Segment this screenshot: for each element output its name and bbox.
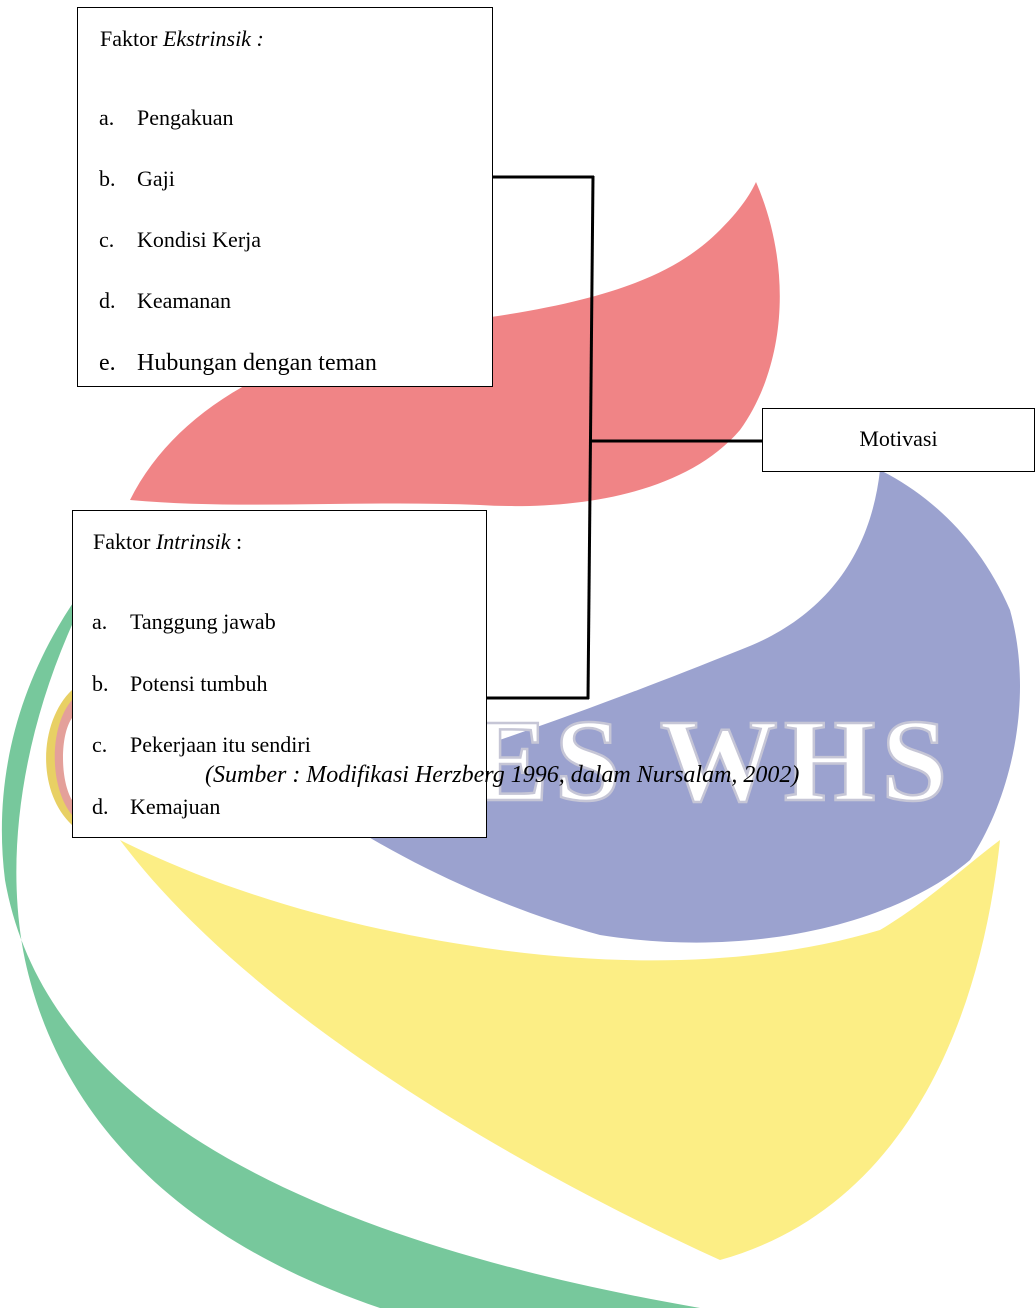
watermark-seal-ring	[54, 700, 72, 815]
extrinsic-item-c-label: Kondisi Kerja	[137, 227, 262, 252]
extrinsic-factors-box: Faktor Ekstrinsik : a. Pengakuan b. Gaji c…	[77, 7, 493, 387]
intrinsic-item-b: b. Potensi tumbuh	[92, 671, 268, 697]
intrinsic-item-a-marker: a.	[92, 609, 108, 634]
extrinsic-item-d-marker: d.	[99, 288, 116, 313]
intrinsic-title: Faktor Intrinsik :	[93, 529, 242, 555]
extrinsic-item-c-marker: c.	[99, 227, 115, 252]
watermark-yellow-band	[120, 840, 1000, 1260]
intrinsic-item-c-label: Pekerjaan itu sendiri	[130, 732, 311, 757]
intrinsic-factors-box: Faktor Intrinsik : a. Tanggung jawab b. Po…	[72, 510, 487, 838]
intrinsic-item-c-marker: c.	[92, 732, 108, 757]
extrinsic-item-b-label: Gaji	[137, 166, 175, 191]
extrinsic-item-d-label: Keamanan	[137, 288, 232, 313]
extrinsic-item-e-marker: e.	[99, 350, 116, 376]
intrinsic-item-b-marker: b.	[92, 671, 109, 696]
intrinsic-item-d: d. Kemajuan	[92, 794, 220, 820]
extrinsic-item-c: c. Kondisi Kerja	[99, 227, 261, 253]
extrinsic-title-emph: Ekstrinsik :	[162, 26, 264, 51]
extrinsic-item-a: a. Pengakuan	[99, 105, 234, 131]
extrinsic-item-d: d. Keamanan	[99, 288, 231, 314]
intrinsic-item-c: c. Pekerjaan itu sendiri	[92, 732, 311, 758]
source-caption: (Sumber : Modifikasi Herzberg 1996, dala…	[205, 762, 800, 788]
extrinsic-title: Faktor Ekstrinsik :	[100, 26, 264, 52]
intrinsic-item-a: a. Tanggung jawab	[92, 609, 276, 635]
intrinsic-title-suffix: :	[230, 529, 243, 554]
intrinsic-item-a-label: Tanggung jawab	[130, 609, 276, 634]
extrinsic-item-b: b. Gaji	[99, 166, 175, 192]
motivasi-label: Motivasi	[859, 426, 938, 451]
intrinsic-item-d-label: Kemajuan	[130, 794, 221, 819]
motivasi-box: Motivasi	[762, 408, 1035, 472]
extrinsic-item-a-marker: a.	[99, 105, 115, 130]
intrinsic-item-b-label: Potensi tumbuh	[130, 671, 268, 696]
extrinsic-item-a-label: Pengakuan	[137, 105, 234, 130]
intrinsic-item-d-marker: d.	[92, 794, 109, 819]
intrinsic-title-prefix: Faktor	[93, 529, 156, 554]
extrinsic-item-e-label: Hubungan dengan teman	[137, 350, 377, 376]
extrinsic-title-prefix: Faktor	[100, 26, 163, 51]
intrinsic-title-emph: Intrinsik	[155, 529, 231, 554]
extrinsic-item-b-marker: b.	[99, 166, 116, 191]
watermark-text: ES WHS	[470, 695, 953, 826]
extrinsic-item-e: e. Hubungan dengan teman	[99, 350, 377, 377]
